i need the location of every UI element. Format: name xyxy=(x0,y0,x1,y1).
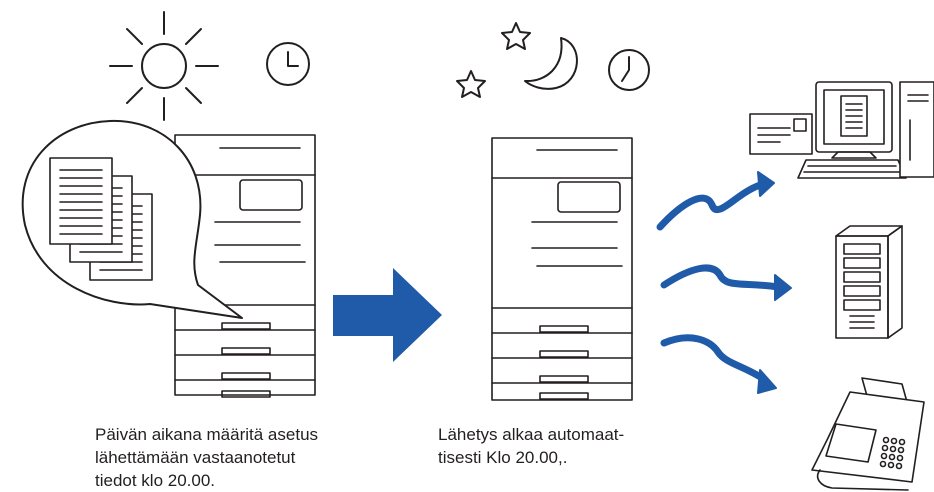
transfer-arrow xyxy=(333,268,442,362)
daytime-caption-line: Päivän aikana määritä asetus xyxy=(95,425,319,444)
night-caption-line: tisesti Klo 20.00,. xyxy=(438,448,568,467)
send-arrow-fax-head xyxy=(757,369,777,394)
send-arrow-server xyxy=(660,264,782,291)
clock-icon xyxy=(266,42,310,86)
sun-icon xyxy=(109,11,219,121)
fax-icon xyxy=(811,377,925,491)
star-icon xyxy=(501,22,531,50)
send-arrow-computer xyxy=(656,181,764,231)
copier-icon xyxy=(491,137,633,401)
server-icon xyxy=(835,225,903,339)
copier-icon xyxy=(174,134,316,398)
moon-icon xyxy=(524,37,578,90)
send-arrow-server-head xyxy=(774,274,792,301)
night-caption-line: Lähetys alkaa automaat- xyxy=(438,425,625,444)
send-arrows xyxy=(656,171,792,394)
night-caption: Lähetys alkaa automaat- tisesti Klo 20.0… xyxy=(438,423,738,469)
daytime-caption-line: tiedot klo 20.00. xyxy=(95,471,216,490)
send-arrow-fax xyxy=(660,334,769,384)
documents-callout xyxy=(21,119,243,319)
documents-icon xyxy=(49,157,153,281)
star-icon xyxy=(456,70,486,98)
daytime-caption: Päivän aikana määritä asetus lähettämään… xyxy=(95,423,415,492)
clock-icon xyxy=(608,49,650,91)
daytime-caption-line: lähettämään vastaanotetut xyxy=(95,448,296,467)
send-arrow-computer-head xyxy=(757,171,775,197)
computer-icon xyxy=(749,81,934,179)
